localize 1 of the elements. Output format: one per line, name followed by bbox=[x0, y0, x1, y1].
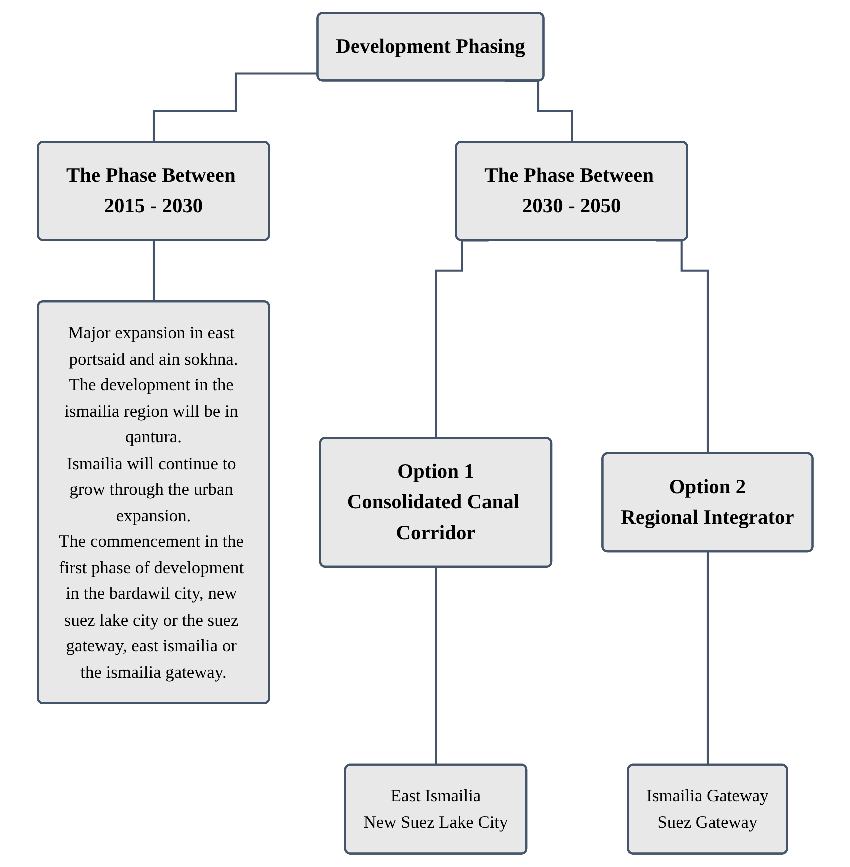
connector bbox=[434, 566, 438, 766]
